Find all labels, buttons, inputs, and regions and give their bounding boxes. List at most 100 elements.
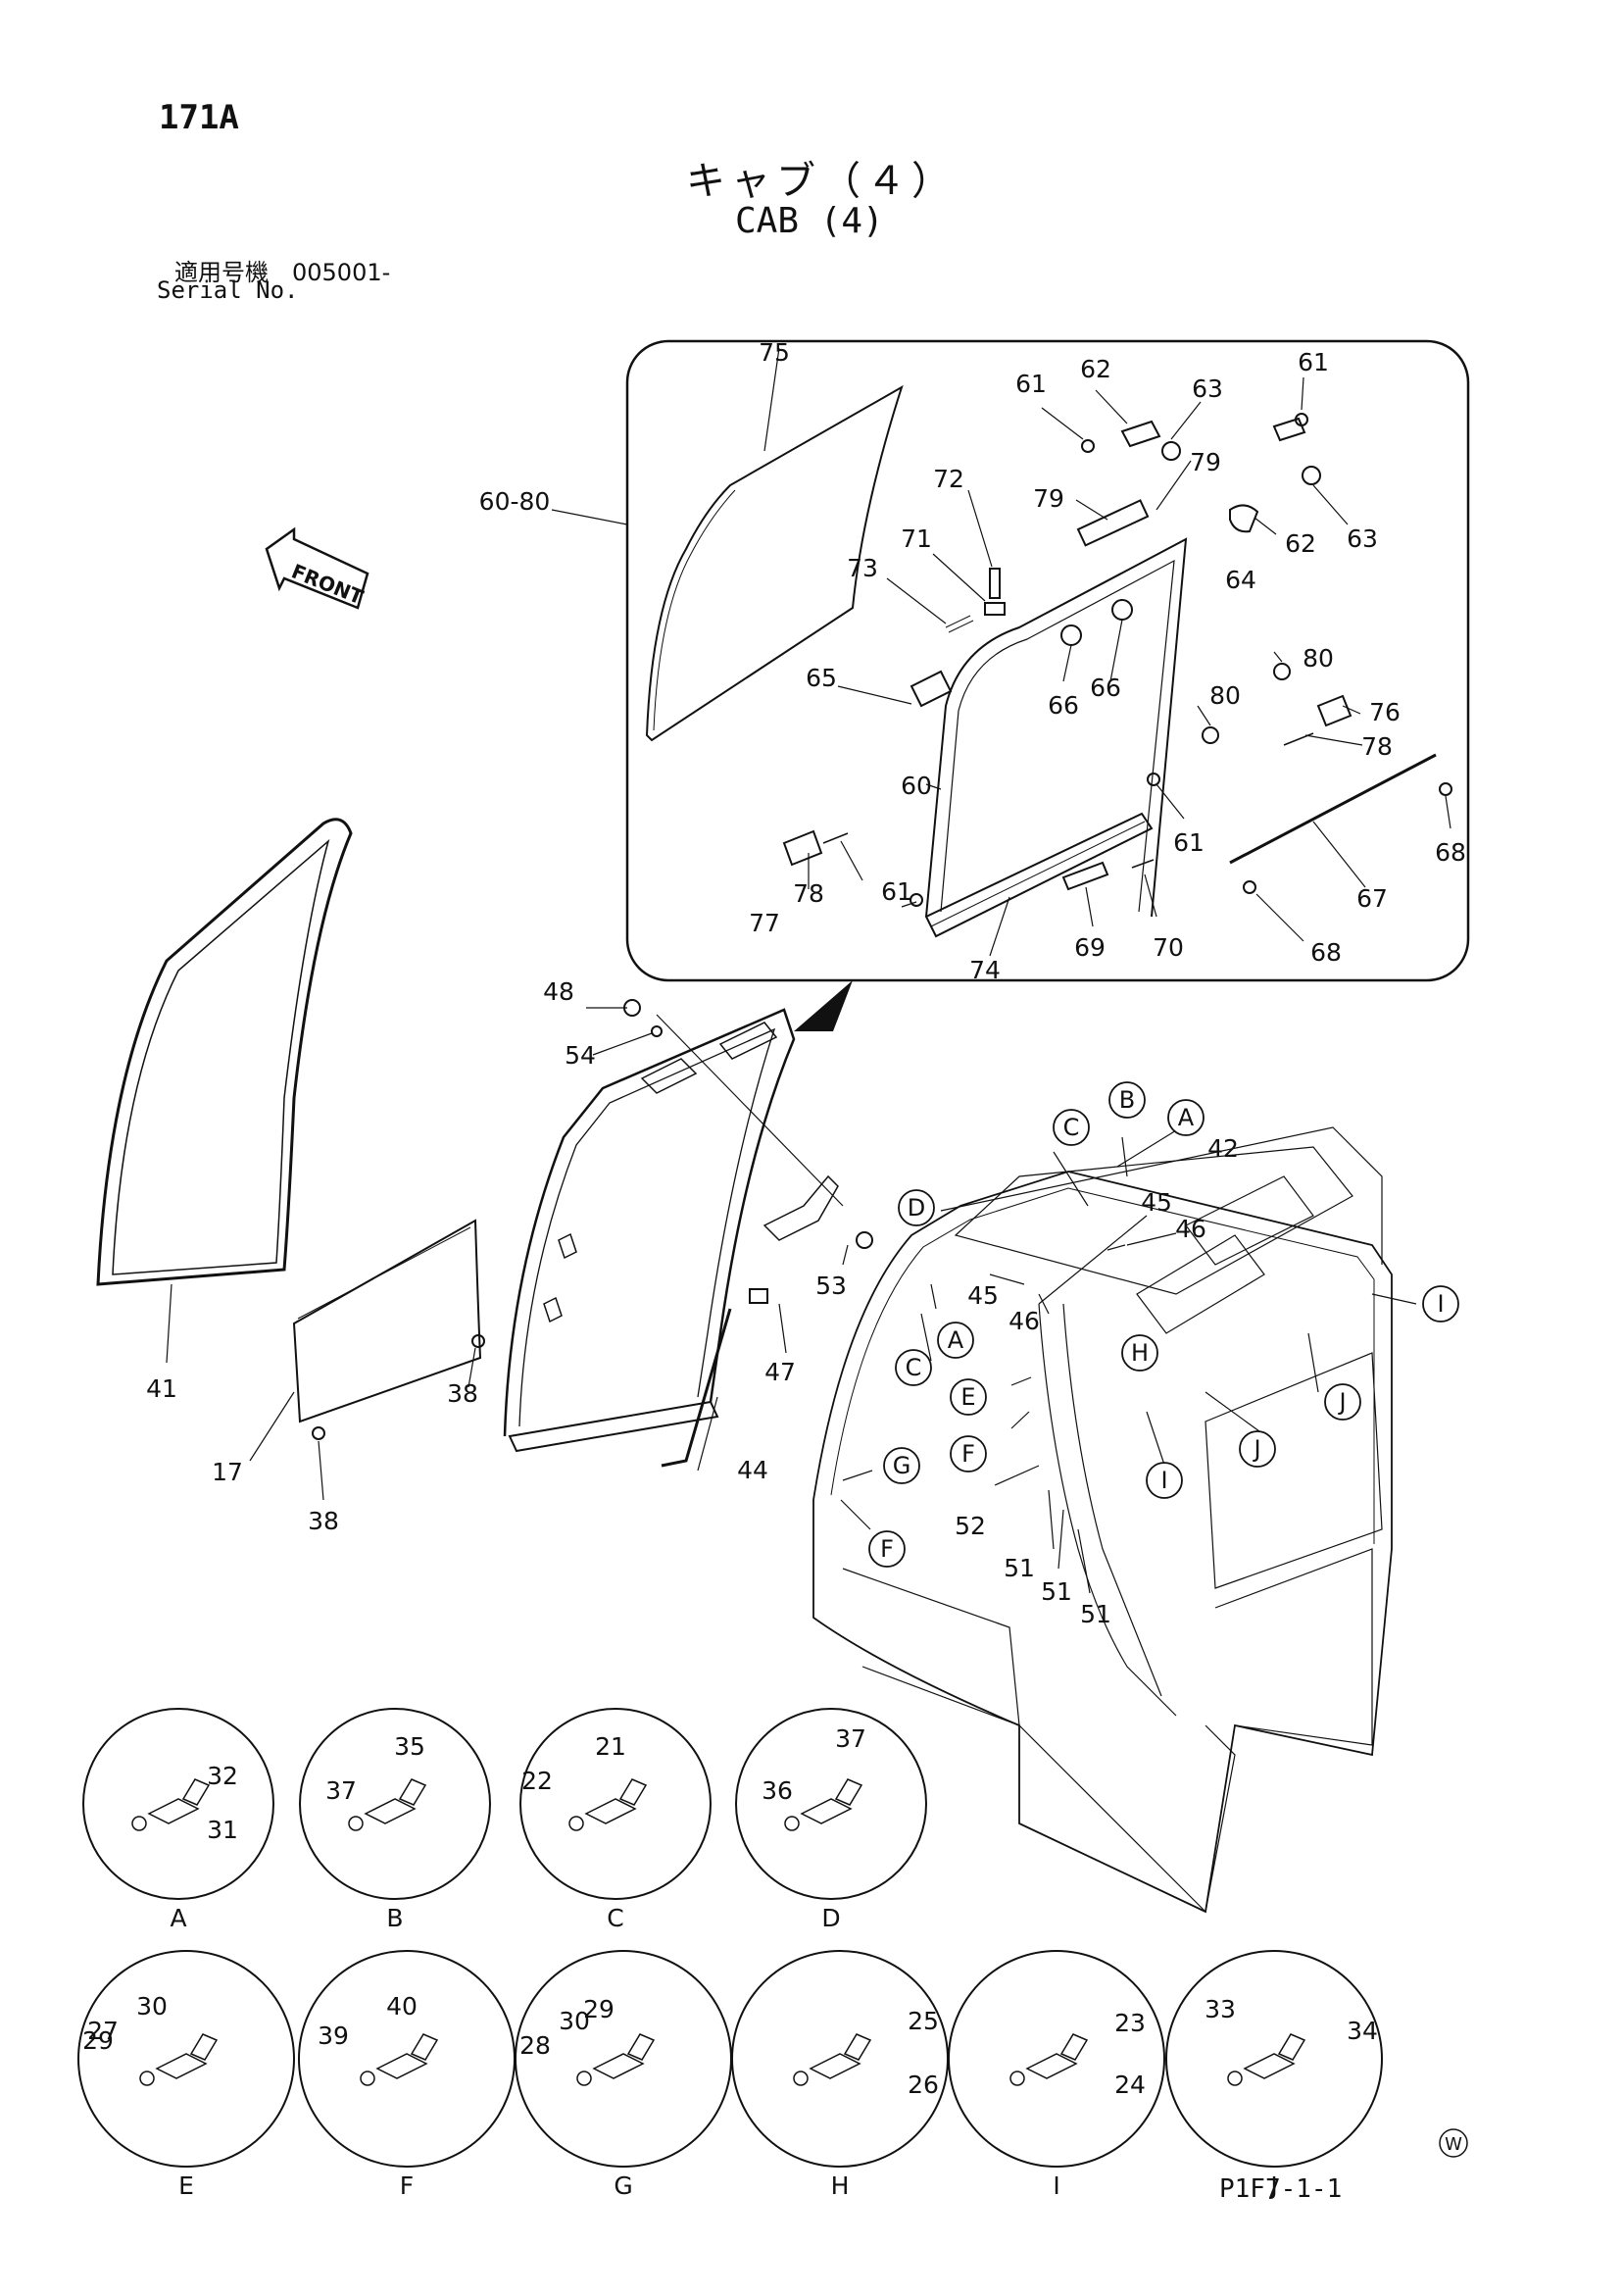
cab-body	[812, 1126, 1417, 1914]
callout-54: 54	[565, 1041, 596, 1070]
detail-J-label: J	[1268, 2171, 1277, 2200]
ref-marker-circle-I1	[1422, 1285, 1459, 1323]
ref-marker-circle-B1	[1108, 1081, 1146, 1119]
callout-61c: 61	[881, 877, 912, 906]
hinge-62b	[1272, 417, 1306, 442]
bolt-63b	[1302, 466, 1321, 485]
ref-marker-circle-A1	[1167, 1099, 1205, 1136]
callout-61a: 61	[1015, 370, 1047, 398]
ref-marker-F1: F	[961, 1440, 975, 1468]
callout-52: 52	[955, 1512, 986, 1540]
door-frame	[925, 537, 1188, 918]
ref-marker-C2: C	[906, 1354, 922, 1381]
detail-part-sketch-B	[364, 1778, 427, 1824]
ref-marker-C1: C	[1063, 1114, 1080, 1141]
cap-53	[856, 1231, 873, 1249]
revision-mark: W	[1439, 2128, 1468, 2158]
callout-74: 74	[969, 956, 1001, 984]
bolt-63a	[1161, 441, 1181, 461]
callout-45b: 45	[967, 1281, 999, 1310]
lock-65	[910, 670, 953, 708]
callout-61d: 61	[1173, 828, 1205, 857]
fastener-icon	[139, 2071, 155, 2086]
callout-68b: 68	[1310, 938, 1342, 967]
callout-78b: 78	[793, 879, 824, 908]
ref-marker-H1: H	[1131, 1339, 1149, 1367]
detail-G-part-2: 30	[559, 2007, 590, 2035]
ref-marker-circle-E1	[950, 1378, 987, 1416]
detail-part-sketch-D	[800, 1778, 863, 1824]
sliding-door-frame	[166, 999, 873, 1501]
detail-part-sketch-E	[155, 2033, 219, 2079]
detail-G-part-0: 29	[583, 1995, 615, 2023]
ref-marker-circle-A2	[937, 1322, 974, 1359]
callout-69: 69	[1074, 933, 1106, 962]
ref-marker-circle-J1	[1324, 1383, 1361, 1421]
detail-part-sketch-G	[592, 2033, 656, 2079]
ref-marker-G1: G	[893, 1452, 911, 1479]
callout-66a: 66	[1048, 691, 1079, 720]
callout-53: 53	[815, 1272, 847, 1300]
detail-part-sketch-C	[584, 1778, 648, 1824]
detail-E-label: E	[178, 2171, 194, 2200]
ref-marker-J1: J	[1337, 1388, 1346, 1416]
ref-marker-circle-J2	[1239, 1430, 1276, 1468]
detail-part-sketch-J	[1243, 2033, 1306, 2079]
detail-I-label: I	[1053, 2171, 1059, 2200]
callout-71: 71	[901, 524, 932, 553]
ref-marker-J2: J	[1252, 1435, 1260, 1463]
callout-63a: 63	[1192, 374, 1223, 403]
detail-G-part-1: 28	[519, 2031, 551, 2060]
door-rail	[924, 812, 1154, 938]
callout-44: 44	[737, 1456, 768, 1484]
door-rod	[1229, 753, 1437, 865]
callout-70: 70	[1153, 933, 1184, 962]
page-title-japanese: キャブ（４）	[686, 159, 957, 204]
rod-44	[661, 1308, 732, 1468]
page-title-english: CAB (4)	[735, 201, 884, 241]
detail-E-part-1: 27	[87, 2017, 119, 2045]
callout-42: 42	[1207, 1134, 1239, 1163]
fastener-icon	[360, 2071, 375, 2086]
fastener-icon	[1227, 2071, 1243, 2086]
detail-B-label: B	[386, 1904, 403, 1932]
stopper-69	[1061, 861, 1109, 891]
detail-circle-H	[731, 1950, 949, 2168]
detail-circle-C	[519, 1708, 712, 1900]
detail-D-label: D	[821, 1904, 840, 1932]
screw-68b	[1243, 880, 1256, 894]
callout-68a: 68	[1435, 838, 1466, 867]
detail-D-part-1: 36	[762, 1776, 793, 1805]
fastener-icon	[793, 2071, 809, 2086]
plug-61d	[1147, 773, 1160, 786]
callout-66b: 66	[1090, 674, 1121, 702]
detail-C-label: C	[607, 1904, 623, 1932]
callout-38b: 38	[308, 1507, 339, 1535]
callout-75: 75	[759, 338, 790, 367]
detail-E-part-0: 30	[136, 1992, 168, 2021]
detail-F-part-0: 40	[386, 1992, 418, 2021]
lower-glass-panel	[292, 1219, 482, 1423]
inset-pointer	[794, 980, 853, 1031]
fastener-icon	[568, 1816, 584, 1831]
bolt-66a	[1060, 624, 1082, 646]
door-lock-47	[762, 1174, 839, 1241]
detail-views: 3231A3537B2122C3736D302729E4039F292830G2…	[77, 1708, 1383, 2200]
serial-range-label: 適用号機 005001-	[174, 259, 391, 286]
detail-B-part-0: 35	[394, 1732, 425, 1761]
ref-marker-circle-G1	[883, 1447, 920, 1484]
detail-J-part-1: 34	[1347, 2017, 1378, 2045]
cab-rear-window	[1205, 1352, 1383, 1589]
ref-marker-circle-H1	[1121, 1334, 1158, 1372]
cab-door-opening	[1038, 1303, 1177, 1717]
ref-marker-F2: F	[880, 1535, 894, 1563]
ref-marker-B1: B	[1119, 1086, 1135, 1114]
